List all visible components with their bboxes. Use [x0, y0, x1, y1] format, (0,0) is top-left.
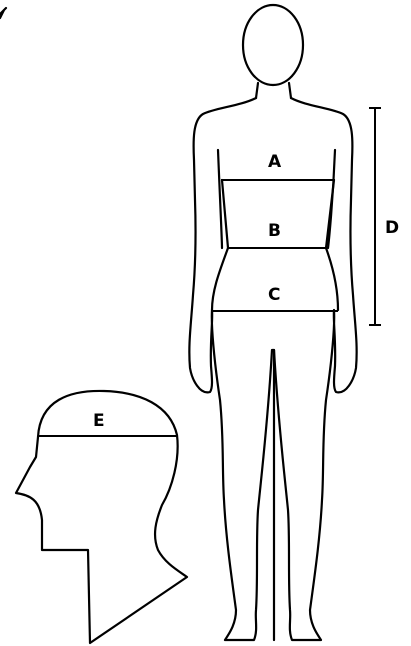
label-c: C [268, 285, 280, 305]
label-d: D [385, 218, 399, 238]
body-head [243, 5, 303, 85]
label-b: B [268, 221, 281, 241]
body-figure [189, 5, 356, 640]
head-profile: E [16, 391, 187, 643]
height-bracket [369, 108, 381, 325]
label-a: A [268, 152, 282, 172]
label-e: E [93, 411, 105, 431]
left-inner-arm [218, 150, 222, 248]
corner-mark [0, 8, 6, 18]
